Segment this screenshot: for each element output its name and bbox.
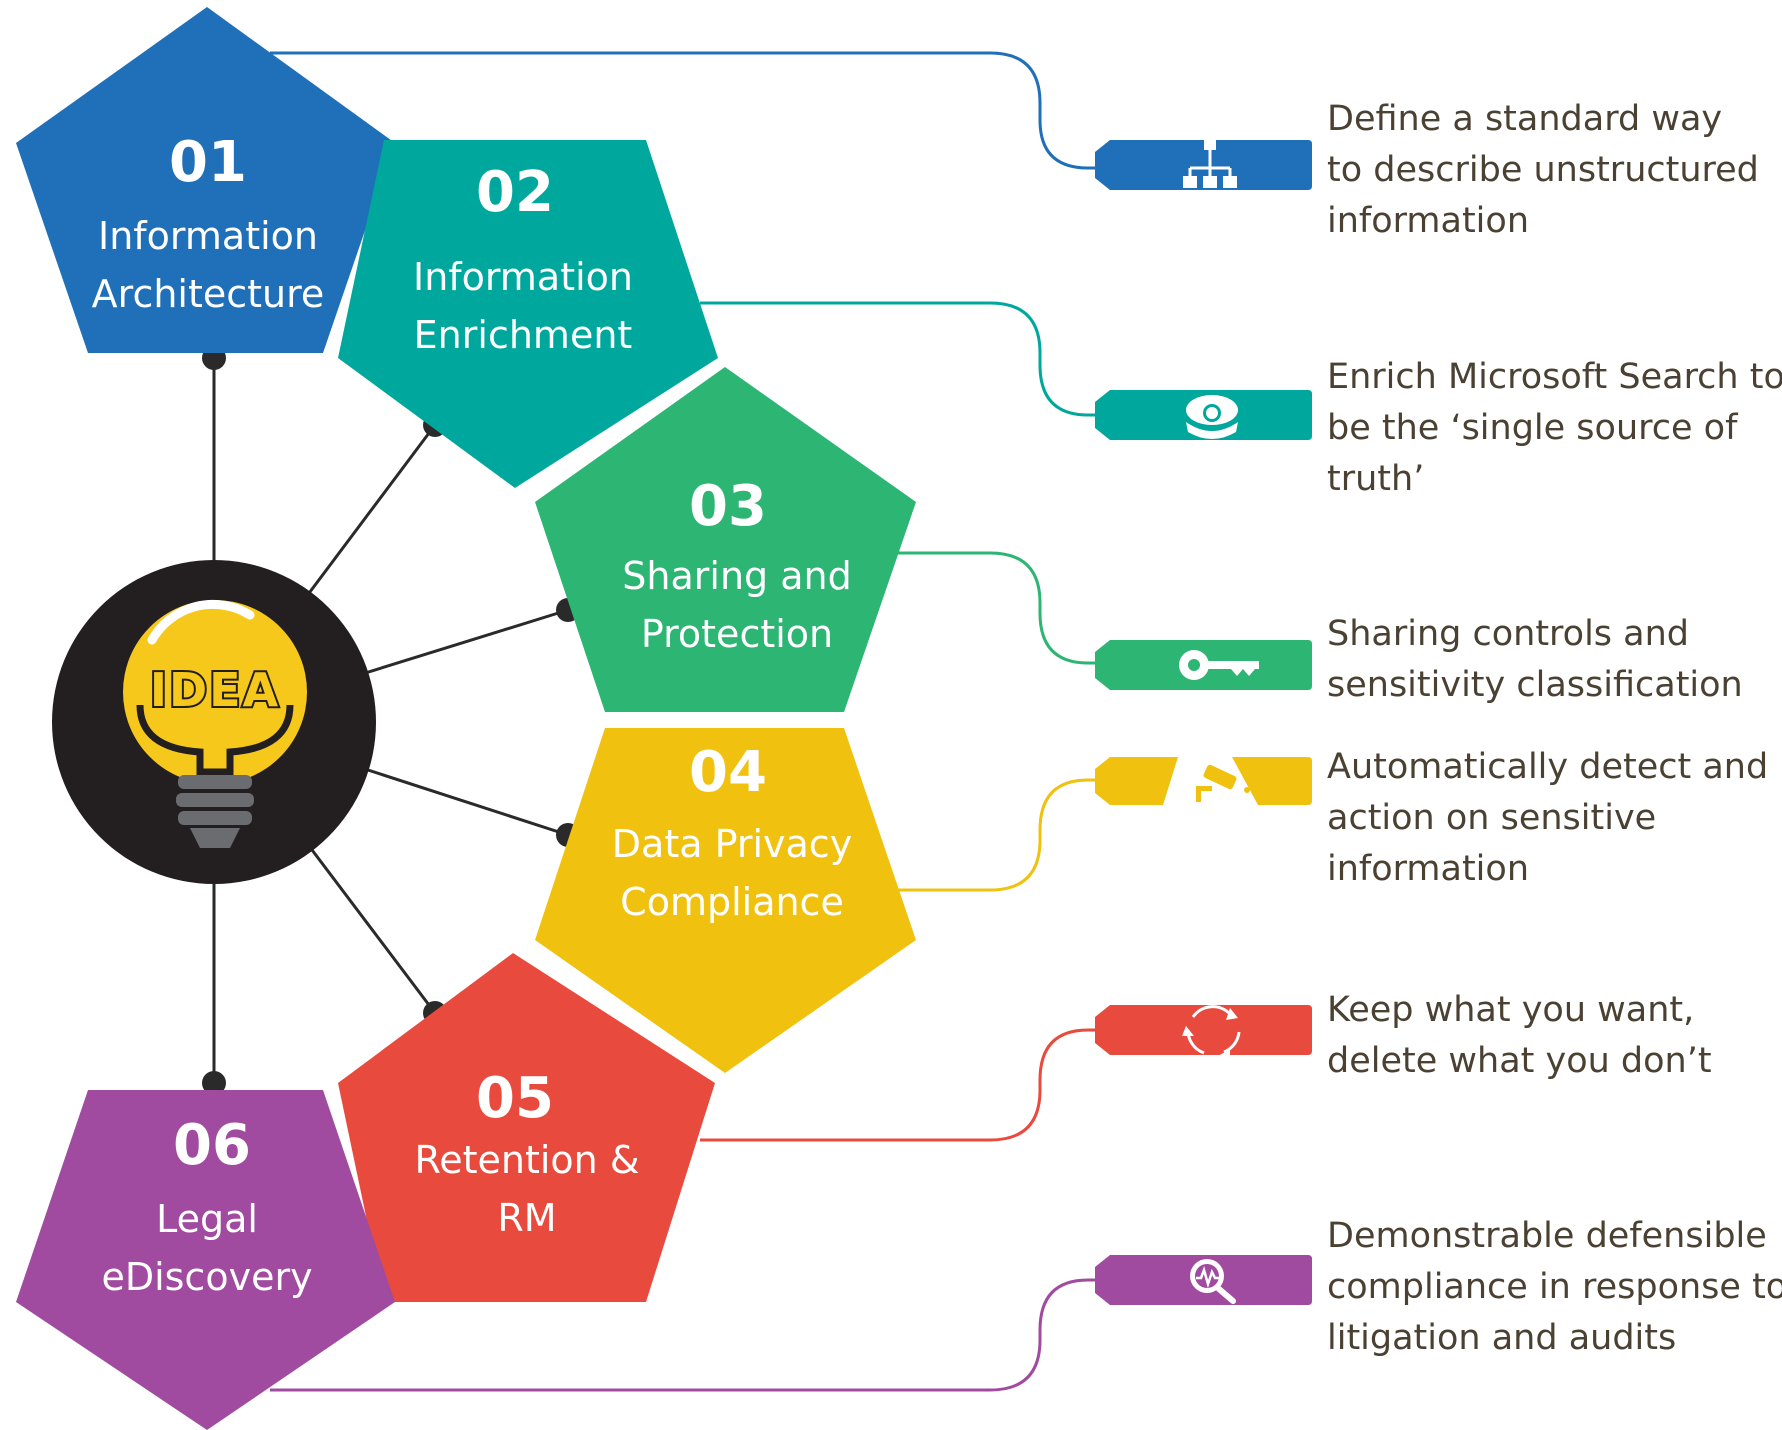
pentagon-01: 01 Information Architecture <box>16 7 395 353</box>
description-06-line-2: compliance in response to <box>1327 1267 1782 1307</box>
description-02-line-3: truth’ <box>1327 459 1424 499</box>
search-analytics-icon <box>1190 1259 1236 1304</box>
item-05-title-line-1: Retention & <box>415 1138 640 1182</box>
item-02-number: 02 <box>476 160 554 225</box>
tag-02 <box>1095 390 1312 440</box>
item-06-title-line-1: Legal <box>156 1197 258 1241</box>
item-04-title-line-1: Data Privacy <box>612 822 852 866</box>
description-04-line-2: action on sensitive <box>1327 798 1656 838</box>
tag-05 <box>1095 1005 1312 1060</box>
hierarchy-icon <box>1183 140 1237 188</box>
pentagon-05-shape <box>338 953 715 1302</box>
pentagon-06: 06 Legal eDiscovery <box>16 1090 395 1430</box>
item-03-title-line-1: Sharing and <box>622 554 851 598</box>
description-03-line-1: Sharing controls and <box>1327 614 1689 654</box>
description-03-line-2: sensitivity classification <box>1327 665 1743 705</box>
item-03-title-line-2: Protection <box>641 612 833 656</box>
pentagon-01-shape <box>16 7 395 353</box>
pentagon-04-shape <box>535 728 916 1073</box>
key-icon <box>1179 650 1259 680</box>
description-05: Keep what you want, delete what you don’… <box>1327 990 1712 1081</box>
description-01: Define a standard way to describe unstru… <box>1327 99 1759 241</box>
lightbulb-icon: IDEA <box>123 599 307 848</box>
pearl-oyster-icon <box>1186 395 1238 439</box>
description-05-line-1: Keep what you want, <box>1327 990 1694 1030</box>
item-04-title-line-2: Compliance <box>620 880 844 924</box>
item-03-number: 03 <box>689 474 767 539</box>
tag-06 <box>1095 1255 1312 1305</box>
item-04-number: 04 <box>689 740 767 805</box>
description-04: Automatically detect and action on sensi… <box>1327 747 1768 889</box>
description-05-line-2: delete what you don’t <box>1327 1041 1712 1081</box>
description-06-line-3: litigation and audits <box>1327 1318 1676 1358</box>
item-01-number: 01 <box>169 130 247 195</box>
description-02-line-1: Enrich Microsoft Search to <box>1327 357 1782 397</box>
recycle-icon <box>1182 1005 1241 1060</box>
pentagon-06-shape <box>16 1090 395 1430</box>
security-camera-icon <box>1196 764 1250 802</box>
tag-connectors <box>270 51 1095 1392</box>
description-06-line-1: Demonstrable defensible <box>1327 1216 1767 1256</box>
description-03: Sharing controls and sensitivity classif… <box>1327 614 1743 705</box>
item-02-title-line-2: Enrichment <box>414 313 633 357</box>
item-05-title-line-2: RM <box>497 1196 556 1240</box>
pentagon-03-shape <box>535 367 916 712</box>
item-06-title-line-2: eDiscovery <box>101 1255 312 1299</box>
idea-hub: IDEA <box>52 560 376 884</box>
item-06-number: 06 <box>173 1113 251 1178</box>
tag-04 <box>1095 757 1312 805</box>
description-04-line-3: information <box>1327 849 1529 889</box>
pentagon-02-shape <box>338 140 718 488</box>
description-01-line-1: Define a standard way <box>1327 99 1722 139</box>
item-01-title-line-2: Architecture <box>92 272 325 316</box>
pentagon-02: 02 Information Enrichment <box>338 140 718 488</box>
idea-bulb-label: IDEA <box>150 663 280 717</box>
description-01-line-2: to describe unstructured <box>1327 150 1759 190</box>
pentagon-04: 04 Data Privacy Compliance <box>535 728 916 1073</box>
description-02-line-2: be the ‘single source of <box>1327 408 1738 448</box>
item-01-title-line-1: Information <box>98 214 318 258</box>
description-06: Demonstrable defensible compliance in re… <box>1327 1216 1782 1358</box>
description-02: Enrich Microsoft Search to be the ‘singl… <box>1327 357 1782 499</box>
item-02-title-line-1: Information <box>413 255 633 299</box>
pentagon-03: 03 Sharing and Protection <box>535 367 916 712</box>
tag-01 <box>1095 140 1312 190</box>
pentagon-05: 05 Retention & RM <box>338 953 715 1302</box>
description-04-line-1: Automatically detect and <box>1327 747 1768 787</box>
tag-03 <box>1095 640 1312 690</box>
item-05-number: 05 <box>476 1066 554 1131</box>
description-01-line-3: information <box>1327 201 1529 241</box>
